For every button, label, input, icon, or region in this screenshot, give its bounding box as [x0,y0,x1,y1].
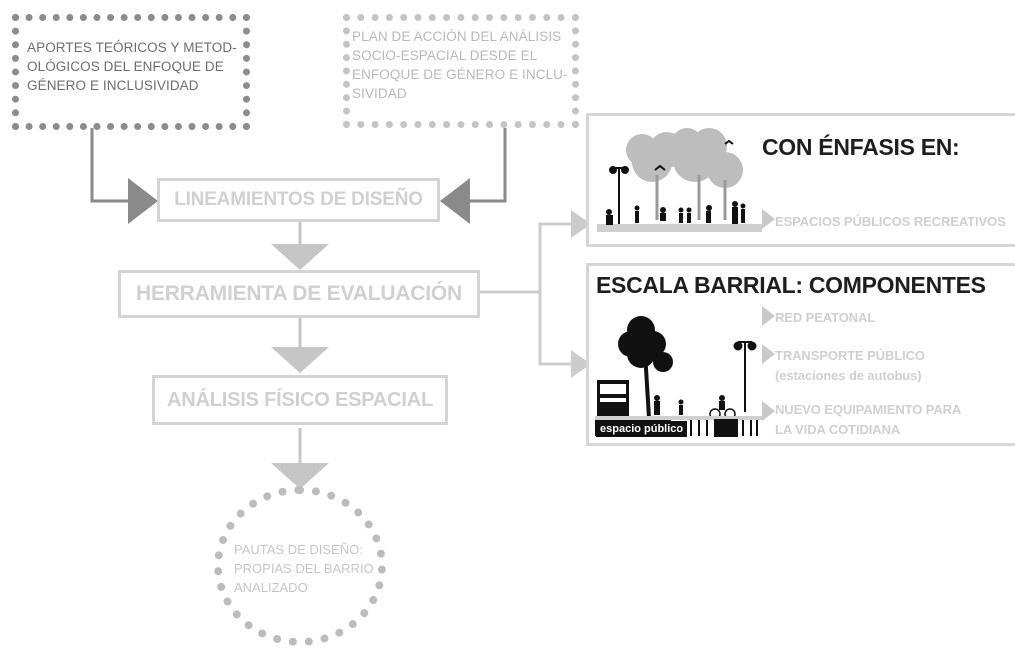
theory-source-text: APORTES TEÓRICOS Y METOD- OLÓGICOS DEL E… [27,40,237,93]
pautas-text: PAUTAS DE DISEÑO: PROPIAS DEL BARRIO ANA… [234,542,374,595]
connector-theory [90,128,132,203]
arrow-plan [440,178,470,224]
connector-plan [466,128,507,203]
theory-source-box: APORTES TEÓRICOS Y METOD- OLÓGICOS DEL E… [12,14,250,130]
plan-source-text: PLAN DE ACCIÓN DEL ANÁLISIS SOCIO-ESPACI… [352,29,568,101]
arrow-emphasis [571,210,591,238]
arrow-down-1 [271,244,329,270]
lineamientos-label: LINEAMIENTOS DE DISEÑO [174,189,423,210]
scale-panel: ESCALA BARRIAL: COMPONENTES [586,263,1015,446]
arrow-down-3 [271,463,329,489]
arrow-down-2 [271,347,329,373]
arrow-scale [571,350,591,378]
scale-title: ESCALA BARRIAL: COMPONENTES [596,272,986,298]
scale-item-transporte: TRANSPORTE PÚBLICO (estaciones de autobu… [775,348,925,383]
street-scene-illustration [595,316,763,437]
herramienta-label: HERRAMIENTA DE EVALUACIÓN [136,282,462,305]
park-scene-illustration [597,128,762,232]
espacio-publico-tag: espacio público [596,421,688,437]
emphasis-title: CON ÉNFASIS EN: [762,134,960,160]
emphasis-panel: CON ÉNFASIS EN: ESPACIOS PÚBLICOS RECREA… [586,113,1015,247]
arrow-theory [128,178,158,224]
herramienta-box: HERRAMIENTA DE EVALUACIÓN [118,270,480,318]
scale-bullet-icon [762,306,775,326]
scale-bullet-icon [762,401,775,421]
scale-item-red-peatonal: RED PEATONAL [775,310,876,325]
analisis-box: ANÁLISIS FÍSICO ESPACIAL [152,375,448,425]
plan-source-box: PLAN DE ACCIÓN DEL ANÁLISIS SOCIO-ESPACI… [343,14,579,128]
scale-item-equipamiento: NUEVO EQUIPAMIENTO PARA LA VIDA COTIDIAN… [775,402,962,437]
pautas-circle: PAUTAS DE DISEÑO: PROPIAS DEL BARRIO ANA… [214,486,386,646]
emphasis-bullet-icon [762,209,775,229]
emphasis-item-espacios: ESPACIOS PÚBLICOS RECREATIVOS [775,214,1006,229]
scale-bullet-icon [762,344,775,364]
lineamientos-box: LINEAMIENTOS DE DISEÑO [157,178,440,222]
analisis-label: ANÁLISIS FÍSICO ESPACIAL [167,388,433,411]
